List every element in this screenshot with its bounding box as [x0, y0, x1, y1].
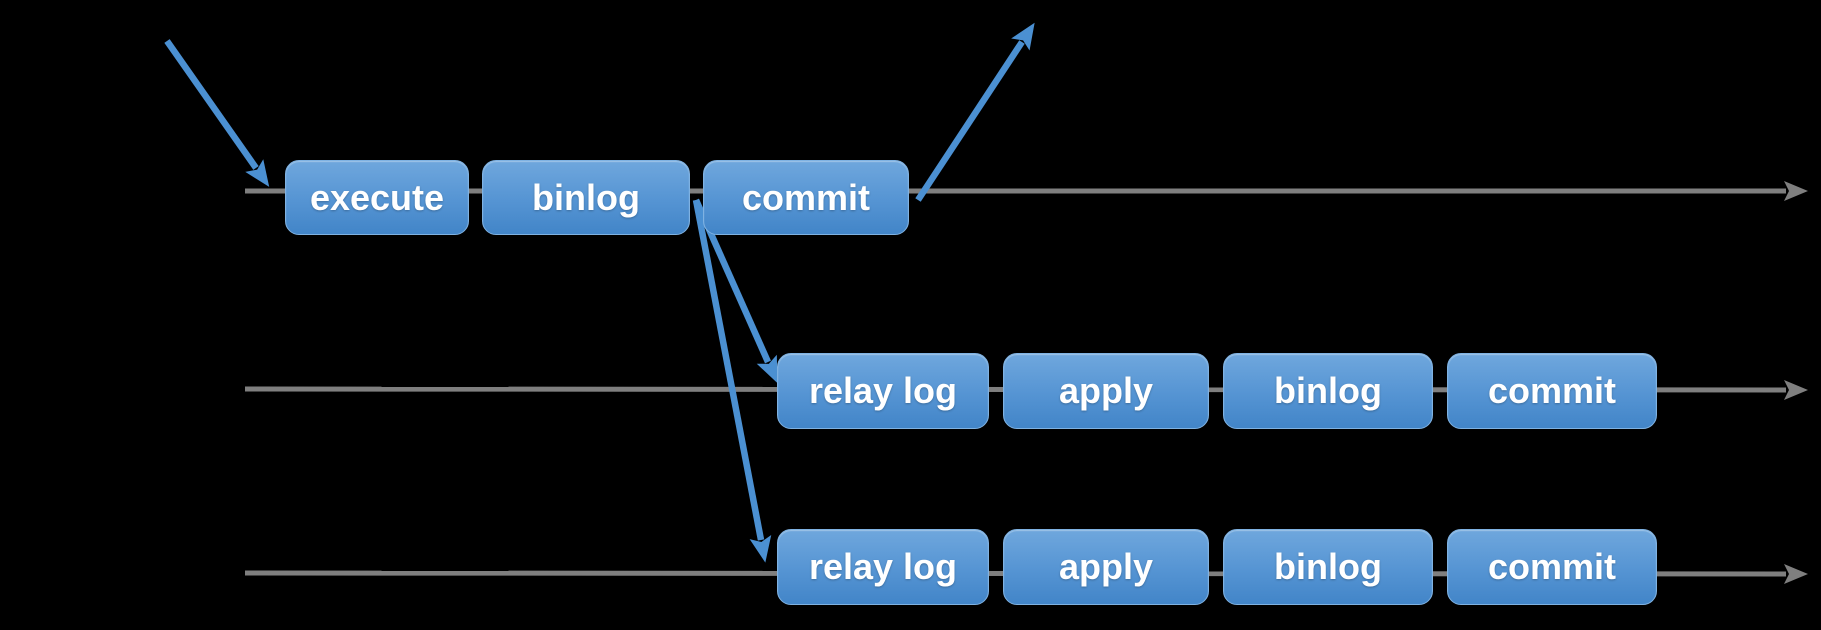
step-box-commit-row1: commit	[703, 160, 909, 235]
step-label-execute: execute	[309, 176, 445, 218]
step-label-commit-row2: commit	[1487, 370, 1617, 411]
step-box-execute: execute	[285, 160, 469, 235]
outgoing-response-arrow	[915, 22, 1035, 202]
step-box-binlog-row3: binlog	[1223, 529, 1433, 605]
incoming-request-arrow	[164, 39, 270, 187]
step-label-binlog-row1: binlog	[532, 176, 640, 218]
step-label-commit-row1: commit	[741, 176, 871, 218]
step-box-commit-row2: commit	[1447, 353, 1657, 429]
step-label-binlog-row3: binlog	[1274, 546, 1382, 587]
step-box-binlog-row2: binlog	[1223, 353, 1433, 429]
step-box-apply-row2: apply	[1003, 353, 1209, 429]
step-box-commit-row3: commit	[1447, 529, 1657, 605]
step-label-apply-row3: apply	[1058, 546, 1154, 587]
step-box-binlog-row1: binlog	[482, 160, 690, 235]
step-label-relay-log-row3: relay log	[808, 546, 958, 587]
step-label-binlog-row2: binlog	[1274, 370, 1382, 411]
replicate-to-row3-arrow	[692, 199, 772, 563]
step-label-apply-row2: apply	[1058, 370, 1154, 411]
step-box-relay-log-row3: relay log	[777, 529, 989, 605]
step-label-commit-row3: commit	[1487, 546, 1617, 587]
step-box-relay-log-row2: relay log	[777, 353, 989, 429]
step-label-relay-log-row2: relay log	[808, 370, 958, 411]
step-box-apply-row3: apply	[1003, 529, 1209, 605]
